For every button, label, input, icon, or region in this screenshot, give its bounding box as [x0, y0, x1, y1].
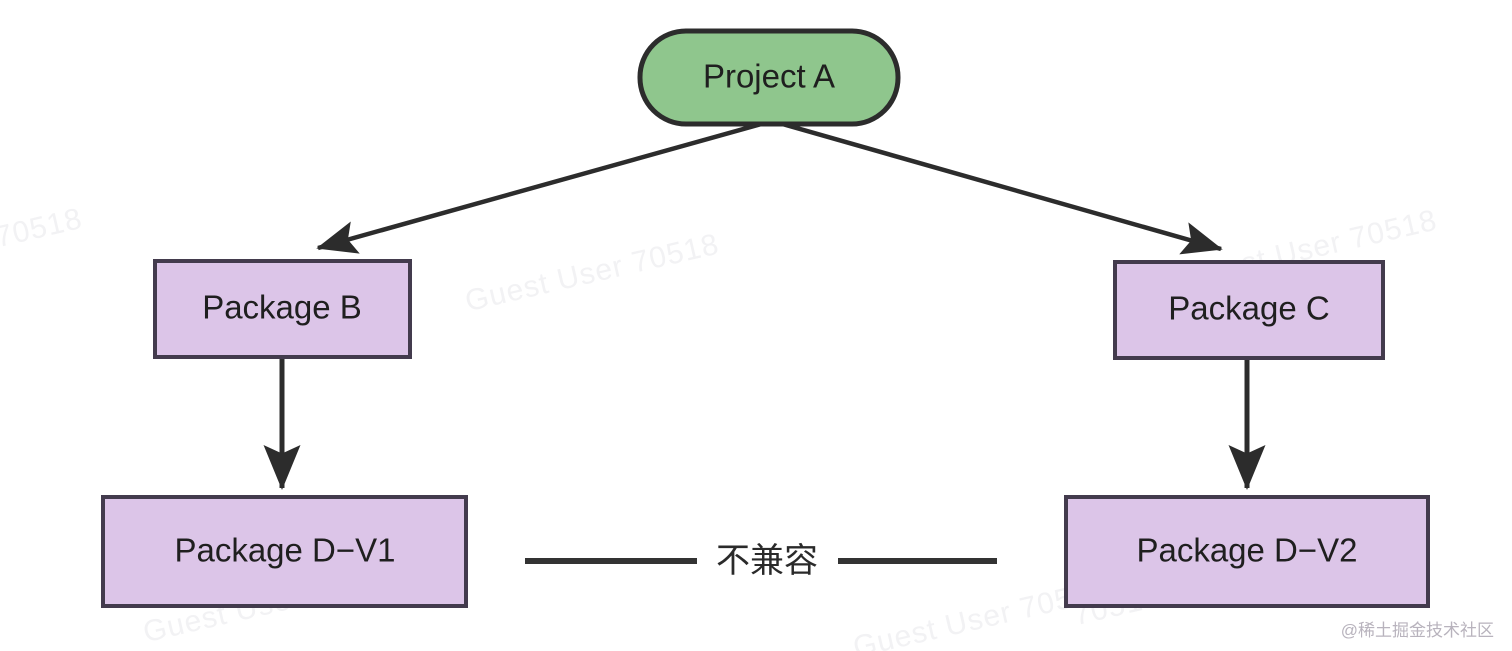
incompatible-label: 不兼容 [716, 542, 818, 580]
node-shape [101, 495, 468, 608]
node-label: Package C [1168, 290, 1329, 327]
edge-package-d-v1-to-package-d-v2: 不兼容 [525, 542, 997, 580]
node-label: Package D−V1 [174, 532, 395, 569]
edge-project-a-to-package-c [771, 118, 1223, 255]
edge-line [316, 118, 773, 254]
node-label: Project A [703, 58, 835, 95]
edge-project-a-to-package-b [316, 118, 773, 254]
node-label: Package B [202, 289, 362, 326]
node-package-b[interactable]: Package B [153, 259, 412, 359]
node-package-d-v1[interactable]: Package D−V1 [101, 495, 468, 608]
node-shape [1113, 260, 1385, 360]
node-shape [1064, 495, 1430, 608]
node-package-d-v2[interactable]: Package D−V2 [1064, 495, 1430, 608]
node-shape [637, 28, 901, 127]
node-shape [153, 259, 412, 359]
node-project-a[interactable]: Project A [637, 28, 901, 127]
edge-line [771, 118, 1223, 255]
node-package-c[interactable]: Package C [1113, 260, 1385, 360]
node-label: Package D−V2 [1136, 532, 1357, 569]
